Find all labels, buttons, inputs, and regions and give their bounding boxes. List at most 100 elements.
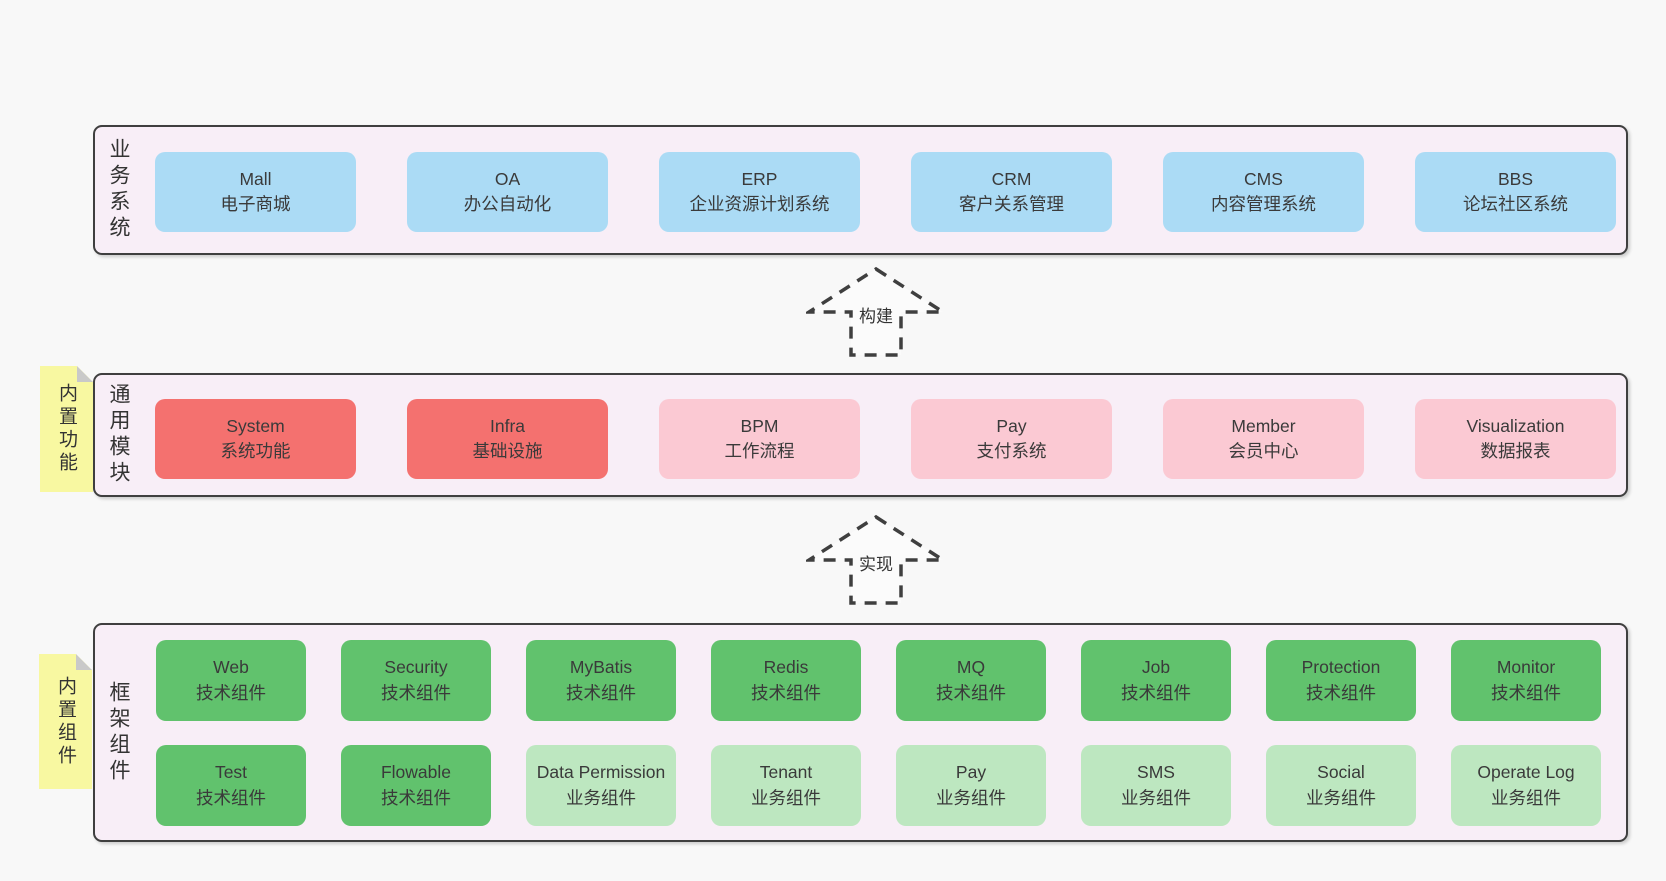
box-subtitle: 支付系统 bbox=[976, 441, 1047, 461]
build-arrow: 构建 bbox=[806, 266, 946, 358]
section-label: 通用模块 bbox=[107, 383, 130, 487]
box-member: Member 会员中心 bbox=[1163, 399, 1364, 479]
box-subtitle: 客户关系管理 bbox=[959, 194, 1064, 214]
box-title: System bbox=[226, 415, 285, 436]
component-rows: Web 技术组件 Security 技术组件 MyBatis 技术组件 Redi… bbox=[156, 640, 1601, 826]
box-subtitle: 业务组件 bbox=[1306, 787, 1376, 808]
box-subtitle: 业务组件 bbox=[566, 787, 636, 808]
box-title: Pay bbox=[955, 762, 987, 783]
box-subtitle: 业务组件 bbox=[751, 787, 821, 808]
box-sms: SMS 业务组件 bbox=[1081, 745, 1231, 826]
box-title: MQ bbox=[956, 657, 986, 678]
box-system: System 系统功能 bbox=[155, 399, 356, 479]
box-title: Web bbox=[213, 657, 249, 678]
box-title: ERP bbox=[741, 168, 778, 189]
box-title: Mall bbox=[239, 168, 272, 189]
box-title: BPM bbox=[740, 415, 779, 436]
box-title: Tenant bbox=[759, 762, 813, 783]
box-visualization: Visualization 数据报表 bbox=[1415, 399, 1616, 479]
box-web: Web 技术组件 bbox=[156, 640, 306, 721]
box-subtitle: 电子商城 bbox=[220, 194, 291, 214]
box-protection: Protection 技术组件 bbox=[1266, 640, 1416, 721]
box-subtitle: 技术组件 bbox=[751, 682, 821, 703]
box-subtitle: 技术组件 bbox=[1306, 682, 1376, 703]
box-subtitle: 业务组件 bbox=[1121, 787, 1191, 808]
section-business-systems: 业务系统 Mall 电子商城 OA 办公自动化 ERP 企业资源计划系统 CRM… bbox=[93, 125, 1628, 255]
arrow-label: 构建 bbox=[857, 302, 895, 327]
folded-corner-icon bbox=[76, 654, 92, 670]
box-subtitle: 技术组件 bbox=[381, 787, 451, 808]
box-social: Social 业务组件 bbox=[1266, 745, 1416, 826]
tech-components-row: Web 技术组件 Security 技术组件 MyBatis 技术组件 Redi… bbox=[156, 640, 1601, 721]
sticky-label: 内置功能 bbox=[56, 383, 77, 475]
box-mybatis: MyBatis 技术组件 bbox=[526, 640, 676, 721]
biz-components-row: Test 技术组件 Flowable 技术组件 Data Permission … bbox=[156, 745, 1601, 826]
box-subtitle: 基础设施 bbox=[472, 441, 543, 461]
box-security: Security 技术组件 bbox=[341, 640, 491, 721]
box-subtitle: 技术组件 bbox=[196, 787, 266, 808]
box-erp: ERP 企业资源计划系统 bbox=[659, 152, 860, 232]
box-title: Test bbox=[214, 762, 248, 783]
box-title: Job bbox=[1141, 657, 1171, 678]
box-subtitle: 技术组件 bbox=[936, 682, 1006, 703]
box-pay-system: Pay 支付系统 bbox=[911, 399, 1112, 479]
section-common-modules: 通用模块 System 系统功能 Infra 基础设施 BPM 工作流程 Pay… bbox=[93, 373, 1628, 497]
box-title: BBS bbox=[1497, 168, 1534, 189]
folded-corner-icon bbox=[77, 366, 93, 382]
box-mall: Mall 电子商城 bbox=[155, 152, 356, 232]
box-tenant: Tenant 业务组件 bbox=[711, 745, 861, 826]
arrow-label: 实现 bbox=[857, 550, 895, 575]
section-framework-components: 框架组件 Web 技术组件 Security 技术组件 MyBatis 技术组件… bbox=[93, 623, 1628, 842]
implement-arrow: 实现 bbox=[806, 514, 946, 606]
box-title: Social bbox=[1317, 762, 1365, 783]
box-bpm: BPM 工作流程 bbox=[659, 399, 860, 479]
box-subtitle: 业务组件 bbox=[1491, 787, 1561, 808]
box-title: CMS bbox=[1244, 168, 1283, 189]
business-boxes-row: Mall 电子商城 OA 办公自动化 ERP 企业资源计划系统 CRM 客户关系… bbox=[155, 152, 1616, 232]
box-subtitle: 技术组件 bbox=[1491, 682, 1561, 703]
box-subtitle: 办公自动化 bbox=[463, 194, 552, 214]
box-subtitle: 系统功能 bbox=[220, 441, 291, 461]
box-title: Pay bbox=[996, 415, 1027, 436]
box-title: SMS bbox=[1137, 762, 1175, 783]
box-title: Protection bbox=[1301, 657, 1381, 678]
box-title: Member bbox=[1231, 415, 1296, 436]
sticky-note-built-in-features: 内置功能 bbox=[40, 366, 93, 492]
box-title: MyBatis bbox=[569, 657, 633, 678]
box-job: Job 技术组件 bbox=[1081, 640, 1231, 721]
module-boxes-row: System 系统功能 Infra 基础设施 BPM 工作流程 Pay 支付系统… bbox=[155, 399, 1616, 479]
box-subtitle: 技术组件 bbox=[381, 682, 451, 703]
sticky-note-built-in-components: 内置组件 bbox=[39, 654, 92, 789]
box-subtitle: 会员中心 bbox=[1228, 441, 1299, 461]
box-test: Test 技术组件 bbox=[156, 745, 306, 826]
box-subtitle: 业务组件 bbox=[936, 787, 1006, 808]
box-crm: CRM 客户关系管理 bbox=[911, 152, 1112, 232]
box-title: Monitor bbox=[1496, 657, 1556, 678]
box-operate-log: Operate Log 业务组件 bbox=[1451, 745, 1601, 826]
box-oa: OA 办公自动化 bbox=[407, 152, 608, 232]
sticky-label: 内置组件 bbox=[55, 675, 76, 768]
box-cms: CMS 内容管理系统 bbox=[1163, 152, 1364, 232]
box-data-permission: Data Permission 业务组件 bbox=[526, 745, 676, 826]
box-title: Data Permission bbox=[536, 762, 666, 783]
box-title: CRM bbox=[991, 168, 1032, 189]
box-infra: Infra 基础设施 bbox=[407, 399, 608, 479]
section-label: 框架组件 bbox=[107, 680, 130, 785]
box-title: Redis bbox=[763, 657, 809, 678]
box-subtitle: 内容管理系统 bbox=[1211, 194, 1316, 214]
box-subtitle: 数据报表 bbox=[1480, 441, 1551, 461]
section-label: 业务系统 bbox=[107, 138, 130, 242]
box-title: Operate Log bbox=[1477, 762, 1575, 783]
box-subtitle: 工作流程 bbox=[724, 441, 795, 461]
box-bbs: BBS 论坛社区系统 bbox=[1415, 152, 1616, 232]
box-subtitle: 技术组件 bbox=[566, 682, 636, 703]
box-subtitle: 技术组件 bbox=[1121, 682, 1191, 703]
box-redis: Redis 技术组件 bbox=[711, 640, 861, 721]
box-subtitle: 论坛社区系统 bbox=[1463, 194, 1568, 214]
box-subtitle: 技术组件 bbox=[196, 682, 266, 703]
box-mq: MQ 技术组件 bbox=[896, 640, 1046, 721]
box-title: Visualization bbox=[1466, 415, 1565, 436]
box-title: Infra bbox=[489, 415, 526, 436]
box-subtitle: 企业资源计划系统 bbox=[689, 194, 830, 214]
